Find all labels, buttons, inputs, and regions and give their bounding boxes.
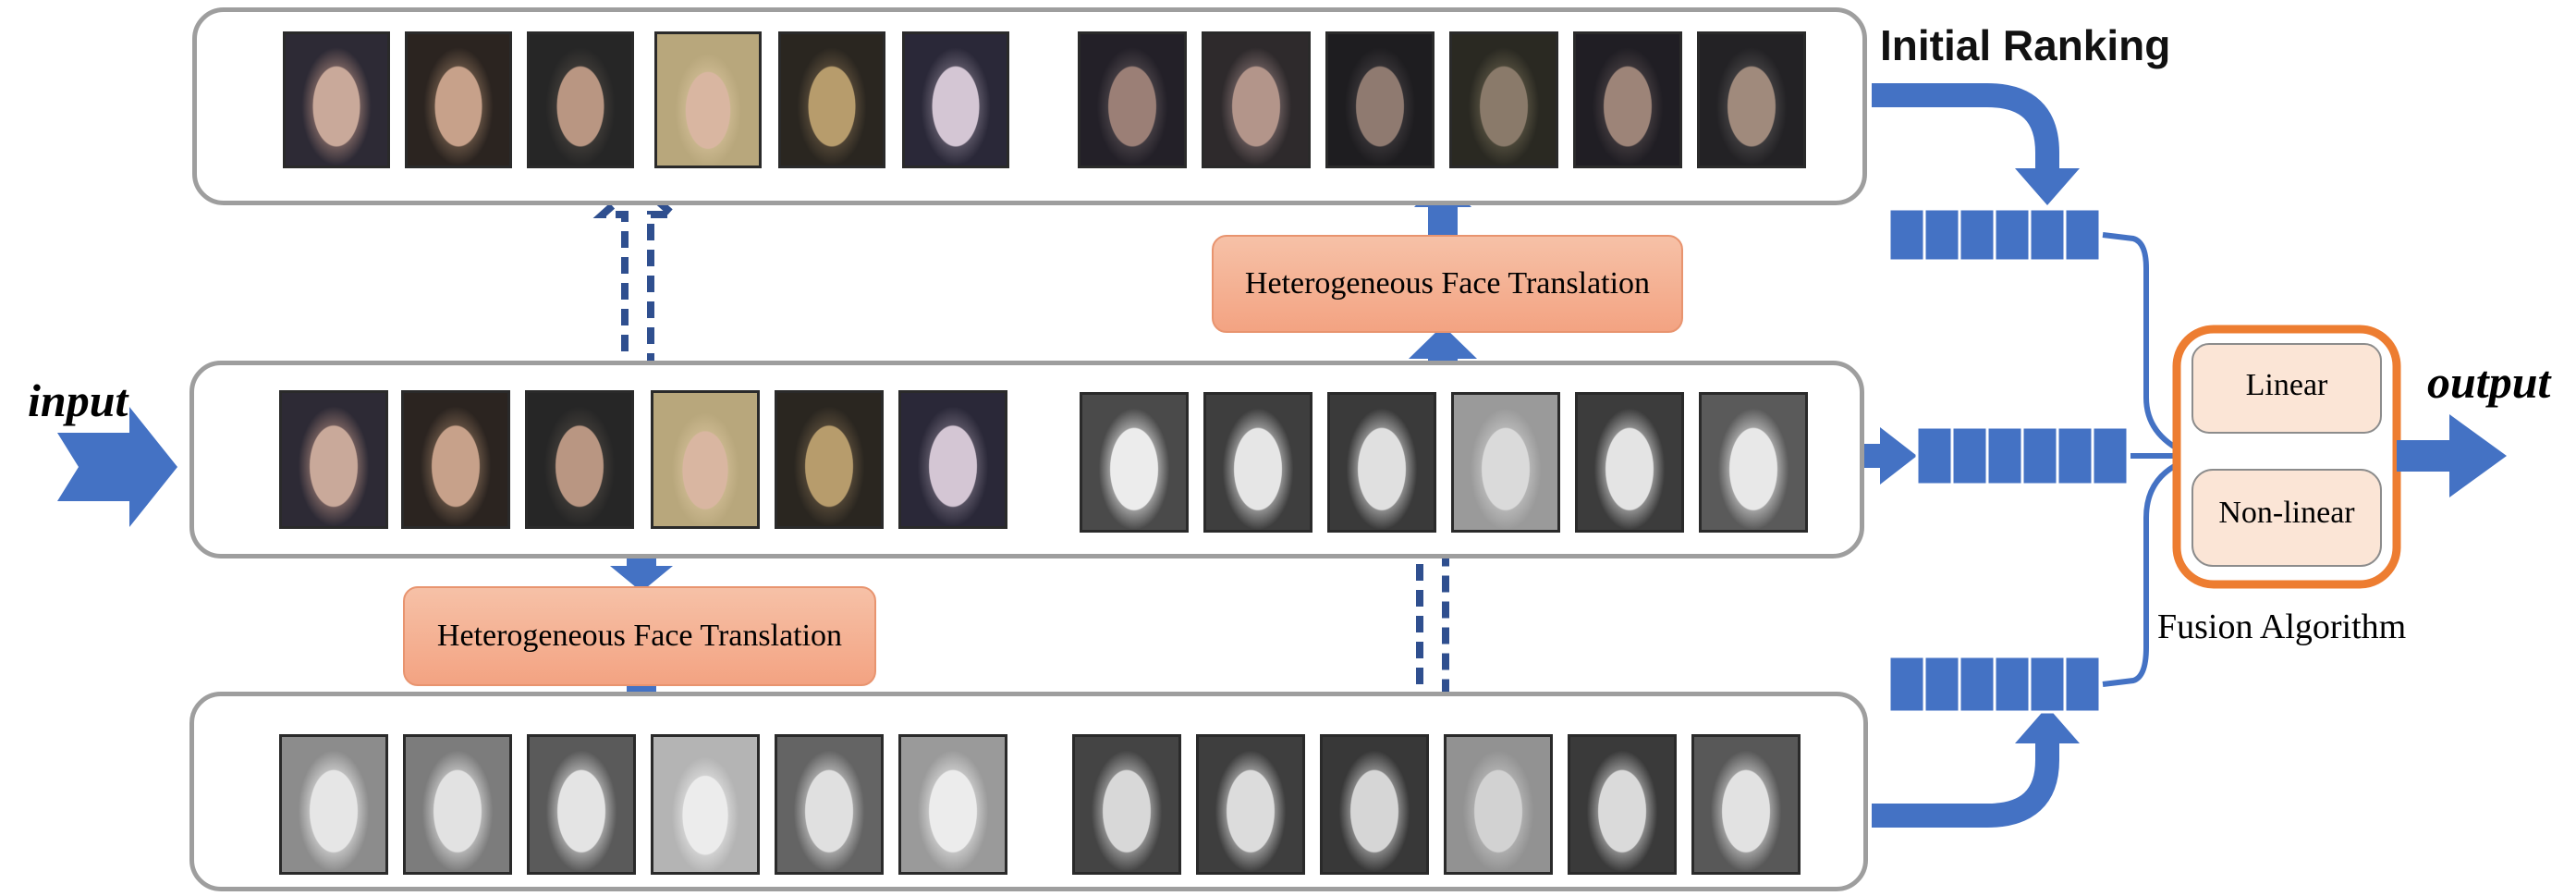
- face-thumbnail: [1202, 31, 1311, 168]
- translation-box-top: Heterogeneous Face Translation: [1212, 235, 1683, 333]
- face-thumbnail: [1568, 734, 1677, 875]
- ranking-list-bottom: [1887, 655, 2102, 714]
- face-thumbnail: [283, 31, 390, 168]
- top-ranking-arrow: [1872, 83, 2059, 172]
- initial-ranking-label: Initial Ranking: [1880, 21, 2171, 69]
- face-thumbnail: [1080, 392, 1189, 533]
- face-thumbnail: [1203, 392, 1312, 533]
- face-thumbnail: [775, 734, 884, 875]
- input-arrow: [57, 407, 177, 527]
- face-thumbnail: [1072, 734, 1181, 875]
- face-thumbnail: [775, 390, 884, 529]
- face-thumbnail: [654, 31, 762, 168]
- face-thumbnail: [1078, 31, 1187, 168]
- translation-label: Heterogeneous Face Translation: [1244, 266, 1651, 301]
- face-thumbnail: [1699, 392, 1808, 533]
- face-thumbnail: [1327, 392, 1436, 533]
- face-thumbnail: [651, 390, 760, 529]
- face-thumbnail: [405, 31, 512, 168]
- face-thumbnail: [1697, 31, 1806, 168]
- face-thumbnail: [1320, 734, 1429, 875]
- translation-label: Heterogeneous Face Translation: [436, 619, 843, 653]
- face-thumbnail: [401, 390, 510, 529]
- dashed-arrow-up: [592, 178, 683, 377]
- linear-box: [2191, 343, 2382, 434]
- face-thumbnail: [1444, 734, 1553, 875]
- face-thumbnail: [1196, 734, 1305, 875]
- face-thumbnail: [778, 31, 885, 168]
- bottom-ranking-arrow: [1872, 740, 2059, 828]
- face-thumbnail: [527, 734, 636, 875]
- face-thumbnail: [898, 390, 1007, 529]
- nonlinear-label: Non-linear: [2218, 496, 2355, 530]
- face-thumbnail: [525, 390, 634, 529]
- face-thumbnail: [279, 390, 388, 529]
- ranking-list-top: [1887, 207, 2102, 263]
- face-thumbnail: [527, 31, 634, 168]
- face-thumbnail: [1691, 734, 1801, 875]
- face-thumbnail: [1575, 392, 1684, 533]
- face-thumbnail: [1325, 31, 1435, 168]
- input-label: input: [28, 374, 128, 426]
- face-thumbnail: [651, 734, 760, 875]
- face-thumbnail: [902, 31, 1009, 168]
- translation-box-bottom: Heterogeneous Face Translation: [403, 586, 876, 686]
- ranking-list-middle: [1915, 425, 2130, 486]
- nonlinear-box: [2191, 469, 2382, 567]
- face-thumbnail: [403, 734, 512, 875]
- middle-ranking-arrow: [1860, 427, 1917, 485]
- face-thumbnail: [1451, 392, 1560, 533]
- output-label: output: [2427, 356, 2551, 408]
- linear-label: Linear: [2245, 368, 2328, 402]
- fusion-algorithm-label: Fusion Algorithm: [2157, 608, 2407, 646]
- face-thumbnail: [1449, 31, 1558, 168]
- face-thumbnail: [1573, 31, 1682, 168]
- face-thumbnail: [279, 734, 388, 875]
- output-arrow: [2397, 414, 2507, 497]
- face-thumbnail: [898, 734, 1007, 875]
